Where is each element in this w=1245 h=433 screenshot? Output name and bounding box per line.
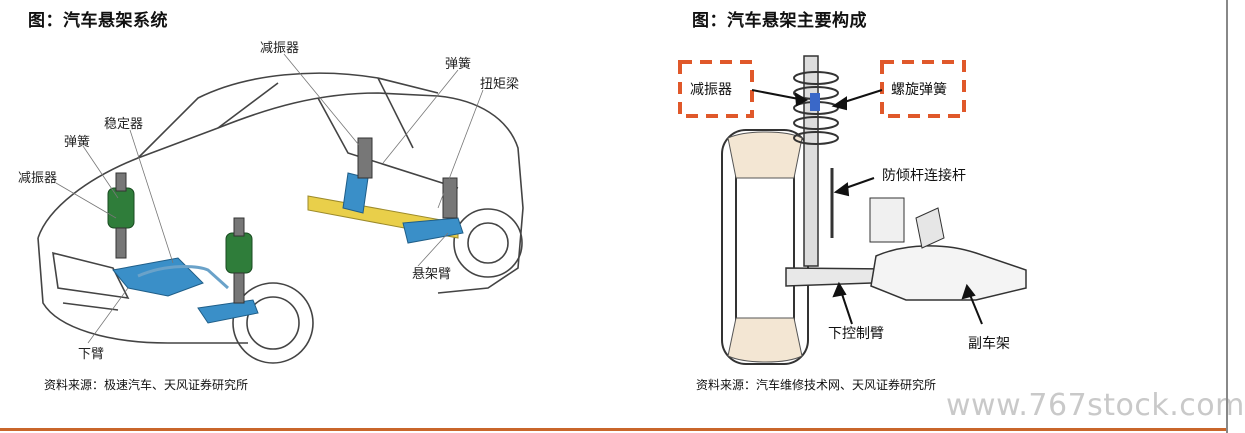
subframe-shape bbox=[870, 245, 1027, 301]
label-spring-left: 弹簧 bbox=[64, 134, 90, 150]
label-lower-arm: 下臂 bbox=[78, 347, 104, 362]
left-figure-title: 图：汽车悬架系统 bbox=[28, 11, 168, 31]
rear-right-strut bbox=[442, 177, 458, 219]
stabilizer-bar-shape bbox=[137, 265, 230, 290]
mount-bracket bbox=[869, 197, 905, 243]
spring-highlight-box bbox=[880, 60, 966, 118]
rear-left-strut bbox=[357, 137, 373, 179]
right-front-spring-shape bbox=[225, 232, 253, 274]
front-lower-arm-shape bbox=[197, 299, 259, 324]
suspension-components-illustration: 减振器 螺旋弹簧 防倾杆连接杆 下控制臂 副车架 bbox=[676, 38, 1036, 368]
label-shock-left: 减振器 bbox=[18, 171, 57, 186]
left-source-note: 资料来源：极速汽车、天风证券研究所 bbox=[44, 378, 249, 392]
label-shock-top: 减振器 bbox=[260, 41, 299, 56]
car-suspension-illustration: 减振器 弹簧 扭矩梁 稳定器 弹簧 减振器 悬架臂 下臂 bbox=[18, 38, 538, 368]
label-stabilizer: 稳定器 bbox=[104, 116, 143, 132]
car-suspension-drawing: 减振器 弹簧 扭矩梁 稳定器 弹簧 减振器 悬架臂 下臂 bbox=[18, 41, 524, 364]
right-shock-bottom bbox=[233, 272, 245, 304]
right-source-note: 资料来源：汽车维修技术网、天风证券研究所 bbox=[696, 378, 937, 392]
label-shock: 减振器 bbox=[690, 82, 732, 98]
shock-highlight-box bbox=[678, 60, 754, 118]
label-subframe: 副车架 bbox=[968, 335, 1010, 352]
label-torsion-beam: 扭矩梁 bbox=[480, 77, 519, 92]
tire-bottom-tread bbox=[727, 317, 803, 363]
rear-arm-shape bbox=[342, 172, 369, 214]
left-shock-bottom bbox=[115, 227, 127, 259]
suspension-components-drawing: 减振器 螺旋弹簧 防倾杆连接杆 下控制臂 副车架 bbox=[678, 55, 1027, 365]
right-figure-title: 图：汽车悬架主要构成 bbox=[692, 11, 867, 31]
tire-top-tread bbox=[727, 131, 803, 179]
engine-mount bbox=[915, 207, 945, 249]
rear-trailing-arm-shape bbox=[402, 217, 464, 244]
label-lower-control-arm: 下控制臂 bbox=[828, 326, 884, 342]
label-control-arm: 悬架臂 bbox=[412, 267, 451, 282]
label-coil-spring: 螺旋弹簧 bbox=[891, 82, 947, 98]
shock-highlight bbox=[810, 93, 820, 111]
left-front-spring-shape bbox=[107, 187, 135, 229]
bottom-accent-rule bbox=[0, 428, 1228, 431]
label-spring-top: 弹簧 bbox=[445, 56, 471, 72]
arrow-shock bbox=[751, 89, 805, 101]
watermark: www.767stock.com bbox=[946, 388, 1245, 423]
page-edge bbox=[1226, 0, 1228, 433]
right-shock-top bbox=[233, 217, 245, 237]
left-shock-top bbox=[115, 172, 127, 192]
label-antiroll-link: 防倾杆连接杆 bbox=[882, 167, 966, 184]
